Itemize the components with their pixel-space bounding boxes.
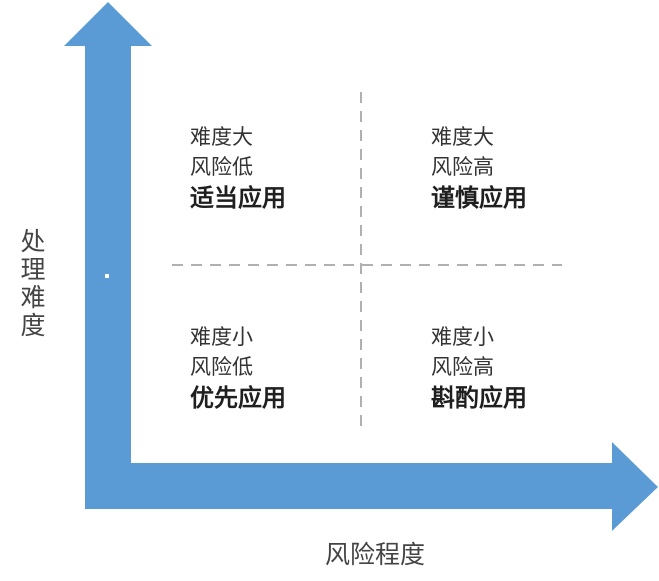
quadrant-bottom-left: 难度小 风险低 优先应用 (190, 322, 360, 414)
y-axis-label: 处理难度 (20, 227, 46, 340)
quadrant-difficulty-text: 难度小 (190, 325, 253, 349)
x-axis-label: 风险程度 (324, 540, 425, 569)
quadrant-risk-text: 风险低 (190, 355, 253, 379)
quadrant-difficulty-text: 难度大 (431, 125, 494, 149)
quadrant-risk-text: 风险低 (190, 155, 253, 179)
quadrant-risk-text: 风险高 (431, 155, 494, 179)
x-axis-arrow (85, 442, 658, 531)
quadrant-risk-text: 风险高 (431, 355, 494, 379)
axis-dot-marker (105, 274, 109, 278)
quadrant-difficulty-text: 难度大 (190, 125, 253, 149)
quadrant-top-left: 难度大 风险低 适当应用 (190, 122, 360, 214)
quadrant-strategy-text: 斟酌应用 (431, 384, 527, 412)
quadrant-top-right: 难度大 风险高 谨慎应用 (431, 122, 601, 214)
quadrant-strategy-text: 适当应用 (190, 184, 286, 212)
quadrant-strategy-text: 谨慎应用 (431, 184, 527, 212)
quadrant-bottom-right: 难度小 风险高 斟酌应用 (431, 322, 601, 414)
y-axis-arrow (64, 2, 152, 508)
quadrant-strategy-text: 优先应用 (190, 384, 286, 412)
quadrant-difficulty-text: 难度小 (431, 325, 494, 349)
